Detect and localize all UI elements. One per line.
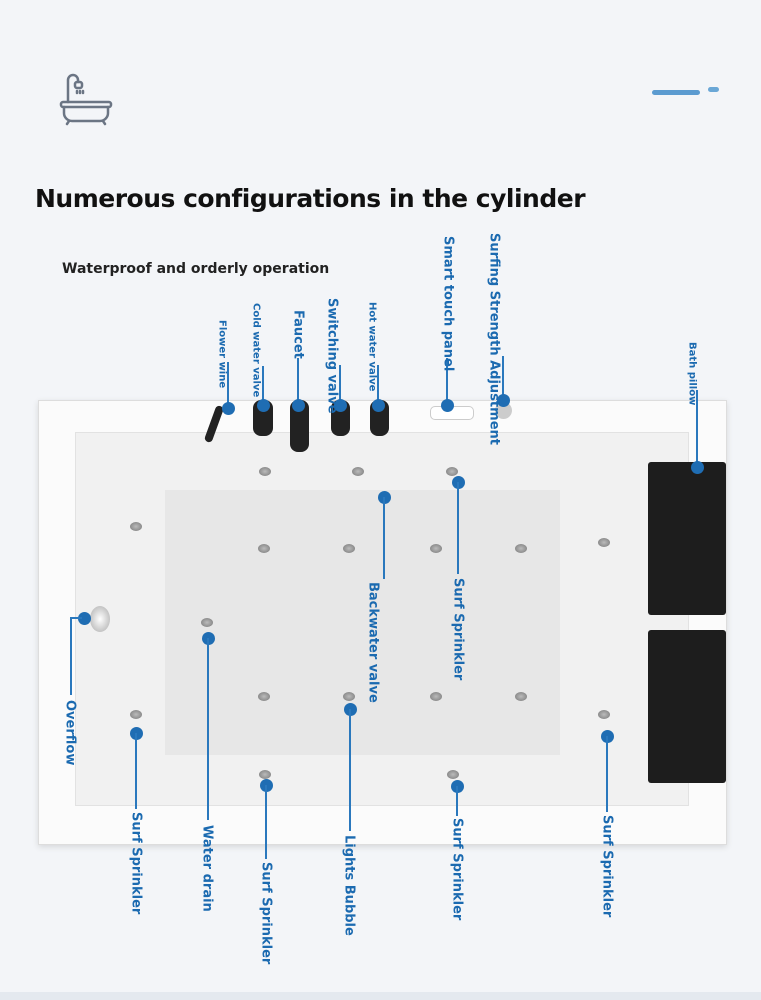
callout-dot: [372, 399, 385, 412]
callout-line: [70, 617, 72, 695]
jet-nozzle: [259, 770, 271, 779]
jet-nozzle: [258, 544, 270, 553]
callout-line: [446, 358, 448, 404]
overflow-cover: [90, 606, 110, 632]
label-faucet: Faucet: [290, 310, 306, 359]
decor-bar: [652, 90, 700, 95]
callout-line: [70, 617, 82, 619]
jet-nozzle: [130, 710, 142, 719]
callout-line: [383, 497, 385, 579]
label-backwater-valve: Backwater valve: [365, 582, 381, 703]
label-cold-water-valve: Cold water valve: [250, 303, 262, 398]
callout-dot: [441, 399, 454, 412]
bathtub-shower-icon: [59, 73, 113, 126]
callout-dot: [257, 399, 270, 412]
callout-dot: [222, 402, 235, 415]
page-title: Numerous configurations in the cylinder: [35, 184, 586, 213]
jet-nozzle: [446, 467, 458, 476]
jet-nozzle: [430, 544, 442, 553]
label-surf-sprinkler: Surf Sprinkler: [450, 578, 466, 681]
faucet-spout: [290, 400, 309, 452]
callout-line: [377, 365, 379, 405]
callout-line: [457, 482, 459, 574]
label-hot-water-valve: Hot water valve: [366, 302, 378, 392]
callout-dot: [292, 399, 305, 412]
callout-line: [696, 390, 698, 466]
label-surf-sprinkler: Surf Sprinkler: [258, 862, 274, 965]
jet-nozzle: [201, 618, 213, 627]
label-overflow: Overflow: [62, 700, 78, 766]
callout-line: [456, 786, 458, 816]
label-switching-valve: Switching valve: [324, 298, 340, 414]
callout-line: [207, 638, 209, 820]
label-surf-sprinkler: Surf Sprinkler: [449, 818, 465, 921]
jet-nozzle: [515, 692, 527, 701]
bath-pillow-lower: [648, 630, 726, 783]
jet-nozzle: [130, 522, 142, 531]
subtitle: Waterproof and orderly operation: [62, 261, 330, 277]
callout-line: [227, 362, 229, 406]
label-smart-touch-panel: Smart touch panel: [440, 236, 456, 372]
callout-dot: [334, 399, 347, 412]
jet-nozzle: [343, 544, 355, 553]
decor-dot: [708, 87, 719, 92]
callout-dot: [497, 394, 510, 407]
callout-line: [135, 733, 137, 809]
callout-line: [606, 736, 608, 812]
label-surf-sprinkler: Surf Sprinkler: [128, 812, 144, 915]
label-bath-pillow: Bath pillow: [686, 342, 698, 406]
callout-dot: [691, 461, 704, 474]
label-lights-bubble: Lights Bubble: [341, 835, 357, 936]
jet-nozzle: [598, 710, 610, 719]
jet-nozzle: [430, 692, 442, 701]
strength-knob: [495, 402, 512, 419]
jet-nozzle: [343, 692, 355, 701]
label-flower-wine: Flower wine: [216, 320, 228, 389]
jet-nozzle: [598, 538, 610, 547]
tub-floor: [165, 490, 560, 755]
jet-nozzle: [352, 467, 364, 476]
callout-dot: [78, 612, 91, 625]
callout-line: [339, 365, 341, 405]
callout-line: [265, 785, 267, 859]
callout-line: [262, 366, 264, 406]
label-water-drain: Water drain: [199, 825, 215, 912]
label-surf-sprinkler: Surf Sprinkler: [599, 815, 615, 918]
callout-line: [349, 709, 351, 831]
bath-pillow-upper: [648, 462, 726, 615]
jet-nozzle: [258, 692, 270, 701]
jet-nozzle: [259, 467, 271, 476]
jet-nozzle: [515, 544, 527, 553]
bottom-strip: [0, 992, 761, 1000]
callout-line: [502, 356, 504, 398]
callout-line: [297, 358, 299, 404]
jet-nozzle: [447, 770, 459, 779]
label-surfing-strength: Surfing Strength Adjustment: [486, 233, 502, 445]
